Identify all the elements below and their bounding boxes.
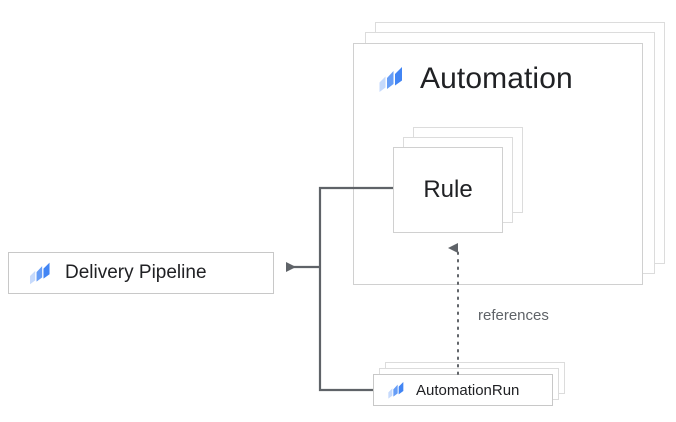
cloud-deploy-icon [27,260,53,286]
cloud-deploy-icon [386,380,406,400]
rule-card-front[interactable] [393,147,503,233]
spellcheck-underline [416,399,519,403]
delivery-pipeline-label: Delivery Pipeline [65,262,207,283]
edge-label-references: references [478,307,549,324]
automation-run-node[interactable]: AutomationRun [373,374,553,406]
automation-run-label-wrap: AutomationRun [416,382,519,399]
rule-label: Rule [423,176,473,203]
cloud-deploy-icon [376,64,406,94]
automation-run-label: AutomationRun [416,381,520,399]
delivery-pipeline-node[interactable]: Delivery Pipeline [8,252,274,294]
edge-automation-run-to-delivery-pipeline [318,267,373,392]
automation-title: Automation [420,62,573,95]
automation-header: Automation [376,64,573,94]
